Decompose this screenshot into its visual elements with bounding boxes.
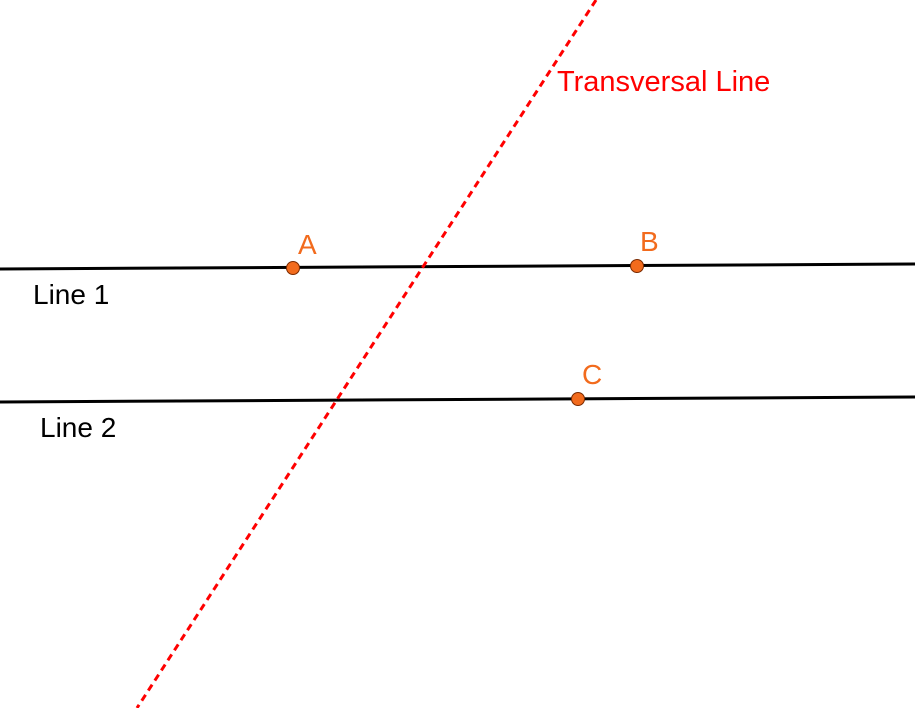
point-b-label: B: [640, 226, 659, 257]
point-a: [286, 261, 300, 275]
point-c-label: C: [582, 359, 602, 390]
transversal-label: Transversal Line: [557, 66, 770, 98]
point-a-label: A: [298, 229, 317, 260]
transversal-line: [135, 0, 598, 708]
line-1-label: Line 1: [33, 279, 109, 310]
line-2-label: Line 2: [40, 412, 116, 443]
point-c: [571, 392, 585, 406]
point-b: [630, 259, 644, 273]
line-1: [0, 262, 915, 271]
line-2: [0, 395, 915, 404]
